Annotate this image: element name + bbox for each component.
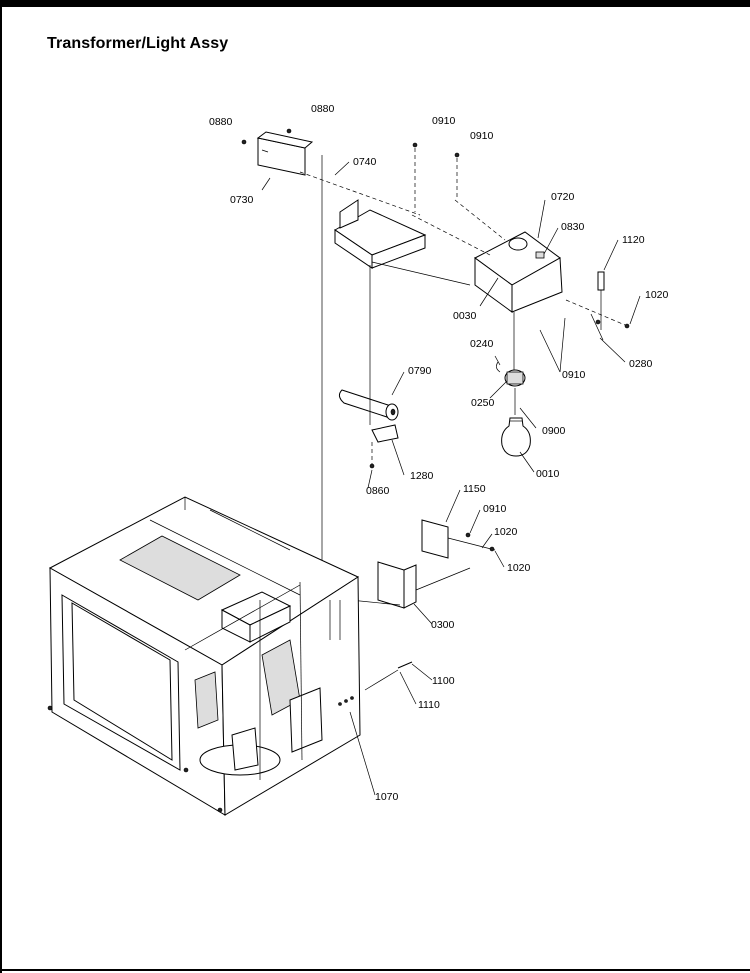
rod-1100 (364, 661, 413, 691)
callout-1020-lower: 1020 (507, 562, 531, 574)
callout-0280: 0280 (629, 358, 653, 370)
lamp-socket-0250 (496, 312, 526, 415)
callout-0730: 0730 (230, 194, 254, 206)
callout-0740: 0740 (353, 156, 377, 168)
light-housing-0720 (411, 142, 563, 313)
capacitor-0790 (338, 265, 399, 469)
callout-1150: 1150 (463, 483, 486, 495)
callout-0790: 0790 (408, 365, 432, 377)
callout-1070: 1070 (375, 791, 399, 803)
bracket-1150 (421, 519, 496, 559)
bracket-0300 (349, 561, 471, 609)
callout-1110: 1110 (418, 699, 440, 711)
callout-0010: 0010 (536, 468, 560, 480)
callout-1020-mid: 1020 (494, 526, 518, 538)
shelf-bracket-0740 (334, 199, 471, 286)
callout-0880-right: 0880 (311, 103, 335, 115)
leader-lines (261, 161, 641, 796)
callout-0860: 0860 (366, 485, 390, 497)
bracket-0730 (241, 128, 421, 216)
callout-1280: 1280 (410, 470, 434, 482)
callout-1020-right: 1020 (645, 289, 669, 301)
callout-0900: 0900 (542, 425, 566, 437)
callout-1120: 1120 (622, 234, 645, 246)
callout-0030: 0030 (453, 310, 477, 322)
top-border (0, 0, 750, 7)
left-border (0, 0, 2, 973)
callout-0720: 0720 (551, 191, 575, 203)
page-title: Transformer/Light Assy (47, 35, 229, 52)
callout-0830: 0830 (561, 221, 585, 233)
bulb-0010 (501, 417, 531, 457)
callout-0910-top-b: 0910 (470, 130, 494, 142)
bottom-border (0, 969, 750, 971)
callout-0300: 0300 (431, 619, 455, 631)
microwave-cabinet (47, 496, 361, 816)
callout-0910-lower: 0910 (483, 503, 507, 515)
callout-0250: 0250 (471, 397, 495, 409)
callout-0880-left: 0880 (209, 116, 233, 128)
callout-0910-mid: 0910 (562, 369, 586, 381)
callout-0240: 0240 (470, 338, 494, 350)
switch-1120 (565, 271, 630, 341)
callout-0910-top-a: 0910 (432, 115, 456, 127)
callout-1100: 1100 (432, 675, 455, 687)
